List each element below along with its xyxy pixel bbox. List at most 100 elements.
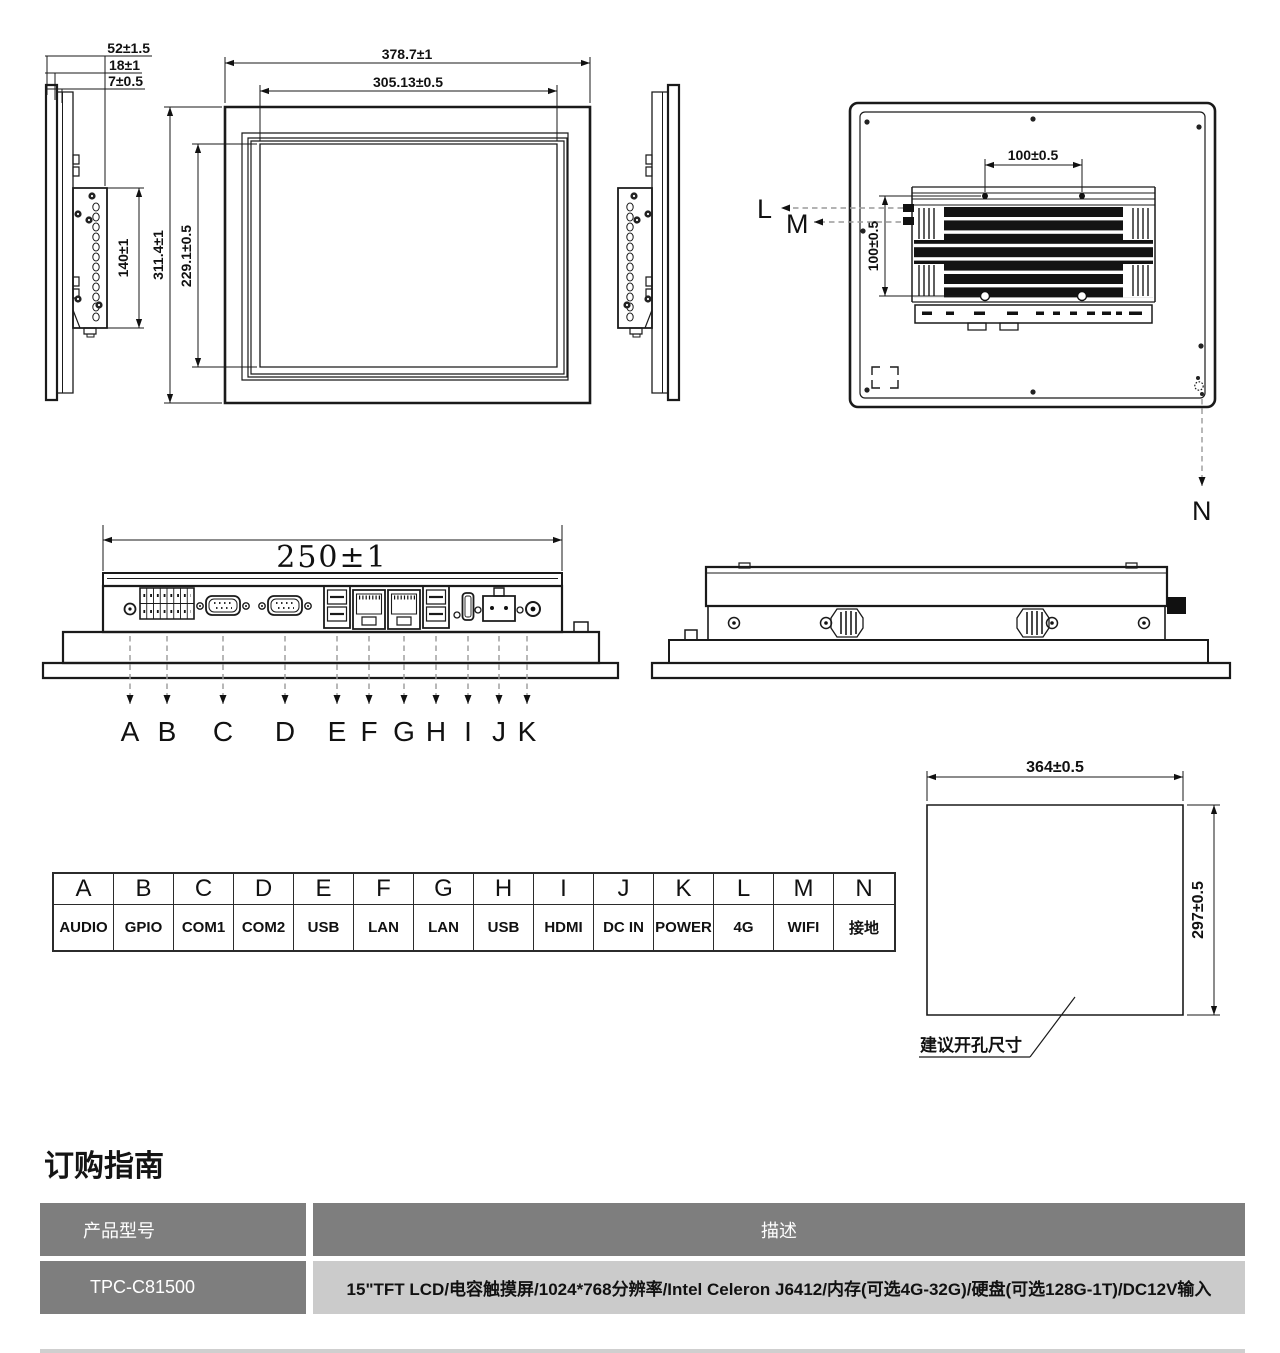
port-letter: G [414, 874, 474, 904]
lan-port-1 [353, 590, 385, 629]
port-name: POWER [654, 904, 714, 950]
port-name: 4G [714, 904, 774, 950]
port-name: USB [474, 904, 534, 950]
port-name: GPIO [114, 904, 174, 950]
fin-corner-slots [914, 207, 1153, 298]
vent-grille-left [831, 609, 863, 637]
port-name: DC IN [594, 904, 654, 950]
svg-text:I: I [464, 716, 472, 747]
rear-port-strip [915, 305, 1152, 330]
port-letter: K [654, 874, 714, 904]
svg-text:311.4±1: 311.4±1 [150, 230, 166, 280]
fins [914, 207, 1153, 298]
svg-text:100±0.5: 100±0.5 [865, 221, 881, 272]
usb-stack-2 [423, 586, 449, 628]
port-name: COM1 [174, 904, 234, 950]
rear-view: 100±0.5 100±0.5 L M N [757, 103, 1215, 526]
port-letter: L [714, 874, 774, 904]
svg-text:378.7±1: 378.7±1 [382, 46, 433, 62]
svg-text:G: G [393, 716, 415, 747]
port-name: AUDIO [54, 904, 114, 950]
corner-marks [872, 367, 898, 388]
port-letter: D [234, 874, 294, 904]
audio-jack [125, 604, 136, 615]
face-screw [454, 612, 460, 618]
port-letters: A B C D E F G H I J K [121, 716, 537, 747]
svg-text:D: D [275, 716, 295, 747]
vent-holes [93, 203, 99, 321]
svg-text:364±0.5: 364±0.5 [1026, 759, 1084, 776]
cutout-note: 建议开孔尺寸 [920, 1035, 1022, 1055]
front-view: 378.7±1 305.13±0.5 311.4±1 229.1±0.5 [150, 46, 590, 403]
port-letter: J [594, 874, 654, 904]
svg-text:A: A [121, 716, 140, 747]
hdmi-port [463, 593, 474, 620]
screws [623, 192, 652, 309]
screen-area [260, 144, 557, 367]
description-column-header: 描述 [313, 1203, 1245, 1256]
lan-port-2 [388, 590, 420, 629]
top-screws [729, 618, 1150, 629]
port-name: LAN [354, 904, 414, 950]
gpio-terminal [140, 588, 194, 619]
dim-screen-height: 229.1±0.5 [178, 144, 257, 367]
port-letter: F [354, 874, 414, 904]
technical-drawing: 52±1.5 18±1 7±0.5 140±1 378.7±1 305.13±0… [0, 40, 1280, 1100]
port-letter: I [534, 874, 594, 904]
port-legend-table: A B C D E F G H I J K L M N AUDIO GPIO C… [52, 872, 896, 952]
model-number: TPC-C81500 [40, 1261, 306, 1314]
dim-18: 18±1 [109, 57, 140, 73]
port-letter: M [774, 874, 834, 904]
side-view-left: 52±1.5 18±1 7±0.5 140±1 [45, 40, 152, 400]
label-m: M [786, 209, 809, 239]
top-view [652, 563, 1230, 678]
vent-holes [627, 203, 633, 321]
antenna-connectors [903, 204, 914, 225]
port-letter: B [114, 874, 174, 904]
svg-text:140±1: 140±1 [115, 238, 131, 277]
label-n: N [1192, 496, 1212, 526]
port-name: HDMI [534, 904, 594, 950]
ordering-guide-title: 订购指南 [44, 1150, 164, 1183]
label-l: L [757, 194, 772, 224]
rear-module [73, 188, 107, 337]
dim-cutout-height: 297±0.5 [1187, 805, 1220, 1015]
svg-text:229.1±0.5: 229.1±0.5 [178, 225, 194, 287]
next-row-edge [40, 1349, 1245, 1353]
usb-stack-1 [324, 586, 350, 628]
com1-db9 [197, 596, 249, 615]
port-leaders [126, 636, 531, 704]
screws [74, 192, 103, 309]
svg-text:305.13±0.5: 305.13±0.5 [373, 74, 443, 90]
heatsink [912, 187, 1155, 302]
vent-grille-right [1017, 609, 1049, 637]
svg-text:250±1: 250±1 [276, 540, 387, 575]
model-description: 15"TFT LCD/电容触摸屏/1024*768分辨率/Intel Celer… [313, 1261, 1245, 1314]
port-name: USB [294, 904, 354, 950]
port-name: 接地 [834, 904, 894, 950]
bottom-io-view: 250±1 [43, 525, 618, 747]
port-letter: H [474, 874, 534, 904]
side-view-right [618, 85, 679, 400]
svg-text:E: E [328, 716, 347, 747]
ordering-table-header: 产品型号 描述 [40, 1203, 1245, 1256]
wifi-antenna-stub [1167, 597, 1186, 614]
dim-7: 7±0.5 [108, 73, 143, 89]
ground-screw [1195, 376, 1204, 396]
panel-screws [860, 116, 1204, 395]
svg-text:H: H [426, 716, 446, 747]
cutout-note-leader [919, 997, 1075, 1057]
svg-text:K: K [518, 716, 537, 747]
dim-screen-width: 305.13±0.5 [260, 74, 557, 141]
dim-outer-width: 378.7±1 [225, 46, 590, 103]
port-letter: N [855, 875, 873, 902]
port-letter: E [294, 874, 354, 904]
dim-vesa-width: 100±0.5 [985, 147, 1082, 192]
svg-text:F: F [360, 716, 377, 747]
dim-cutout-width: 364±0.5 [927, 759, 1183, 801]
side-tab [574, 622, 588, 632]
svg-text:100±0.5: 100±0.5 [1008, 147, 1059, 163]
cutout-view: 364±0.5 297±0.5 建议开孔尺寸 [919, 759, 1220, 1057]
dc-in-terminal [475, 588, 523, 621]
port-letter: C [174, 874, 234, 904]
